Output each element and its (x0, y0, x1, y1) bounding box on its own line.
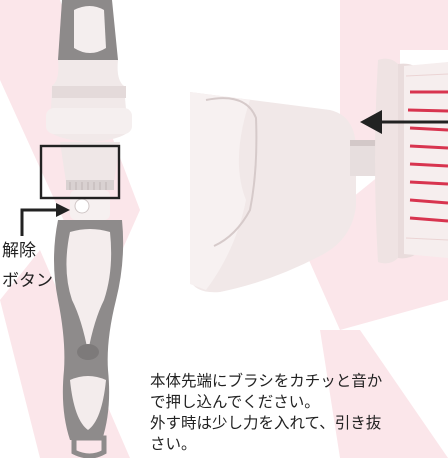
connector-highlight-box (39, 144, 121, 200)
instruction-line1: 本体先端にブラシをカチッと音か (150, 372, 383, 390)
instruction-text: 本体先端にブラシをカチッと音か で押し込んでください。 外す時は少し力を入れて、… (150, 371, 448, 455)
instruction-line3: 外す時は少し力を入れて、引き抜 (150, 414, 382, 432)
left-arrow-icon (360, 110, 448, 134)
device-closeup (190, 58, 448, 293)
release-button-label: 解除 ボタン (2, 236, 53, 296)
instruction-line2: で押し込んでください。 (150, 393, 320, 411)
brush-bristles (404, 62, 448, 258)
elbow-arrow-icon (20, 203, 70, 236)
release-label-line1: 解除 (2, 241, 36, 261)
instruction-line4: さい。 (150, 435, 197, 453)
release-label-line2: ボタン (2, 271, 53, 291)
